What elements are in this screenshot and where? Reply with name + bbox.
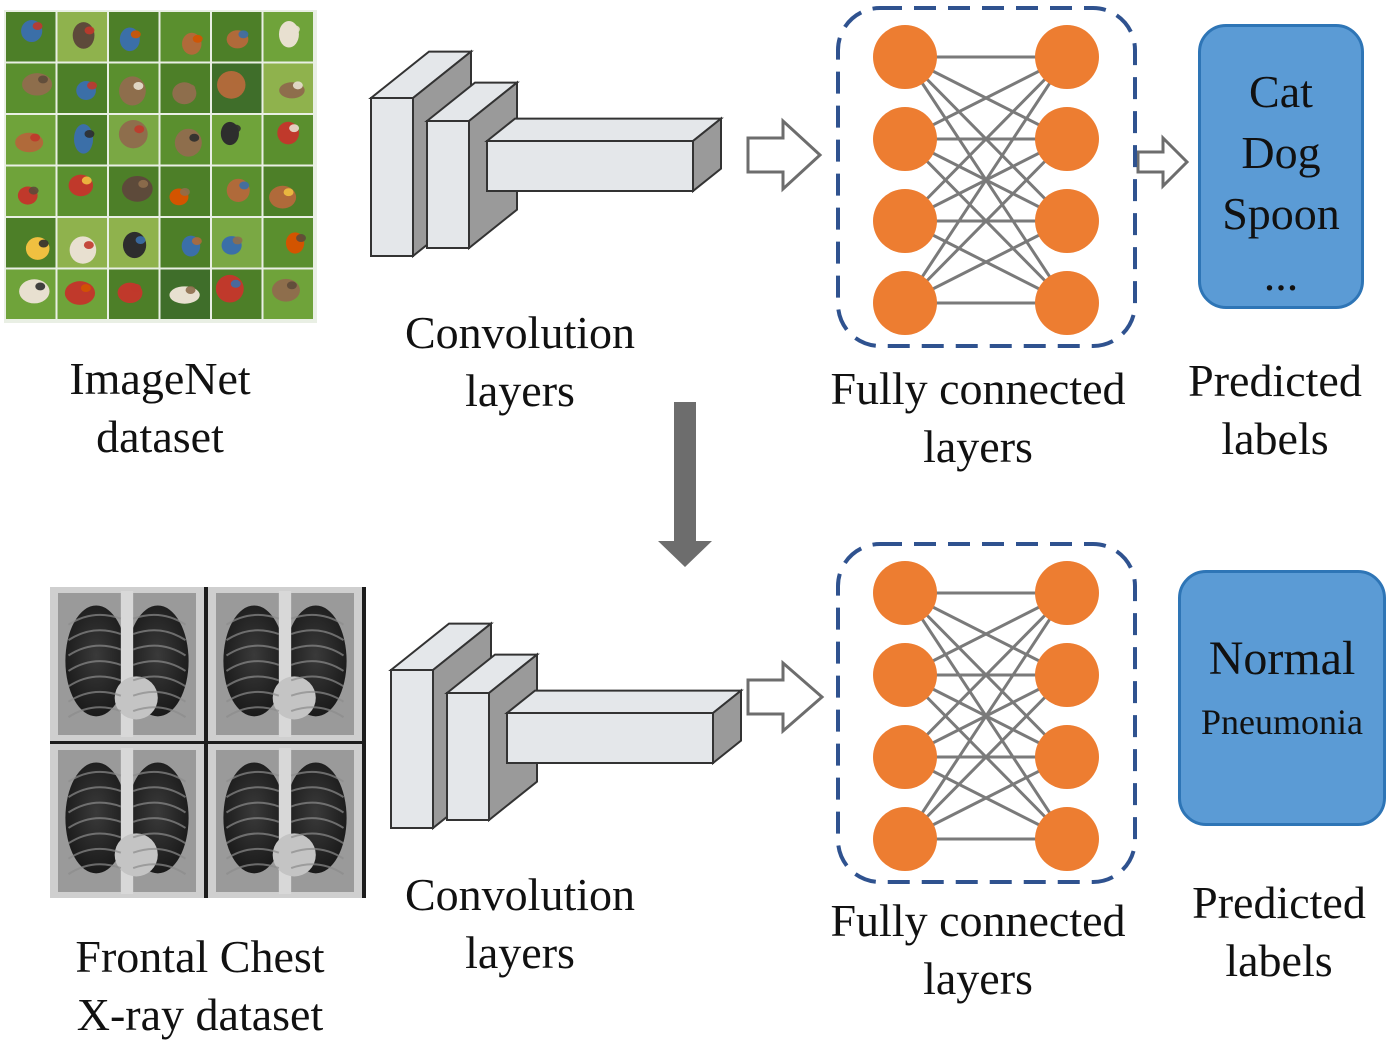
label-spoon: Spoon <box>1222 188 1340 239</box>
input-neuron <box>873 643 937 707</box>
convolution-block-top <box>368 49 724 259</box>
right-arrow-icon <box>746 117 823 193</box>
imagenet-grid-image <box>4 10 317 323</box>
label-dog: Dog <box>1241 127 1321 178</box>
label-normal: Normal <box>1208 632 1356 685</box>
chest-xray-grid-image <box>50 587 366 898</box>
predicted-labels-caption-bottom: Predicted labels <box>1192 877 1366 986</box>
output-neuron <box>1035 271 1099 335</box>
chest-xray-image <box>50 587 204 741</box>
input-neuron <box>873 561 937 625</box>
fully-connected-network-top <box>873 25 1099 335</box>
predicted-labels-caption-top: Predicted labels <box>1188 355 1362 464</box>
output-neuron <box>1035 561 1099 625</box>
fc-connection <box>903 673 1069 841</box>
right-arrow-icon <box>746 659 825 735</box>
input-neuron <box>873 107 937 171</box>
input-neuron <box>873 25 937 89</box>
input-neuron <box>873 189 937 253</box>
label-ellipsis: ... <box>1263 249 1299 300</box>
label-pneumonia: Pneumonia <box>1201 702 1363 742</box>
fc-connection <box>903 56 1069 304</box>
xray-dataset-caption: Frontal Chest X-ray dataset <box>75 931 325 1040</box>
fc-dashed-border-bottom <box>836 542 1137 884</box>
fc-connection <box>903 137 1069 305</box>
chest-xray-image <box>208 744 362 898</box>
right-arrow-icon <box>1136 134 1190 190</box>
fully-connected-network-bottom <box>873 561 1099 871</box>
fc-connection <box>903 591 1069 759</box>
chest-xray-image <box>50 744 204 898</box>
chest-xray-image <box>208 587 362 741</box>
output-neuron <box>1035 643 1099 707</box>
output-neuron <box>1035 189 1099 253</box>
imagenet-dataset-caption: ImageNet dataset <box>69 353 251 462</box>
output-neuron <box>1035 107 1099 171</box>
conv-layer-block-3 <box>484 116 724 194</box>
conv-layer-block-3 <box>504 688 744 766</box>
down-arrow-icon <box>658 402 712 567</box>
output-neuron <box>1035 807 1099 871</box>
output-neuron <box>1035 25 1099 89</box>
input-neuron <box>873 271 937 335</box>
conv-layers-caption-bottom: Convolution layers <box>404 869 636 978</box>
predicted-labels-box-top: Cat Dog Spoon ... <box>1198 24 1364 309</box>
input-neuron <box>873 807 937 871</box>
fc-dashed-border-top <box>836 6 1137 348</box>
fc-connection <box>903 55 1069 223</box>
conv-layers-caption-top: Convolution layers <box>404 307 636 416</box>
fc-connection <box>903 592 1069 840</box>
conv-layer-block-2 <box>424 80 520 251</box>
label-cat: Cat <box>1249 66 1313 117</box>
fc-layers-caption-bottom: Fully connected layers <box>830 895 1126 1004</box>
output-neuron <box>1035 725 1099 789</box>
predicted-labels-box-bottom: Normal Pneumonia <box>1178 570 1386 826</box>
fc-layers-caption-top: Fully connected layers <box>830 363 1126 472</box>
input-neuron <box>873 725 937 789</box>
convolution-block-bottom <box>388 621 744 831</box>
